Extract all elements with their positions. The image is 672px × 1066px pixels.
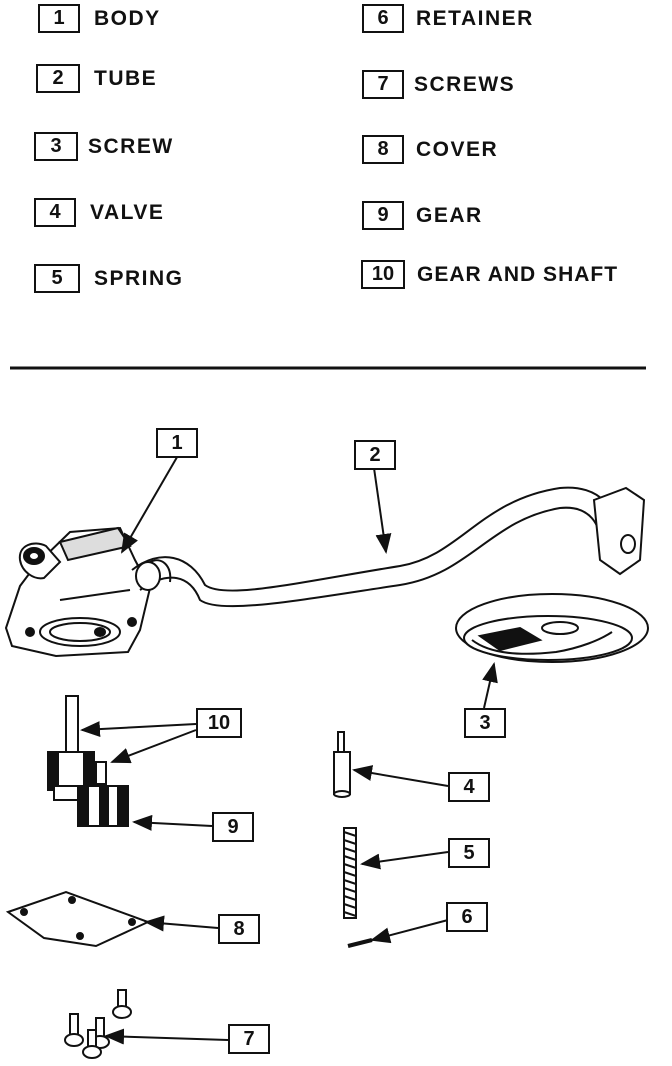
legend-number: 1 xyxy=(38,4,80,33)
callout-7: 7 xyxy=(228,1024,270,1054)
leader-3 xyxy=(482,662,498,709)
legend-item-tube: 2 TUBE xyxy=(36,64,157,93)
callout-3: 3 xyxy=(464,708,506,738)
leader-5 xyxy=(360,851,449,870)
callout-4: 4 xyxy=(448,772,490,802)
leader-4 xyxy=(352,765,449,787)
legend-label: TUBE xyxy=(94,66,158,90)
legend-item-gear: 9 GEAR xyxy=(362,201,483,230)
legend-item-body: 1 BODY xyxy=(38,4,161,33)
leader-7 xyxy=(104,1028,229,1045)
legend-item-screws: 7 SCREWS xyxy=(362,70,515,99)
gear xyxy=(77,761,129,827)
legend-number: 7 xyxy=(362,70,404,99)
leader-lines xyxy=(80,451,498,1045)
legend-label: GEAR xyxy=(416,203,483,227)
leader-10b xyxy=(110,729,197,764)
legend-number: 8 xyxy=(362,135,404,164)
callout-5: 5 xyxy=(448,838,490,868)
leader-2 xyxy=(373,467,392,554)
callout-1: 1 xyxy=(156,428,198,458)
pump-cover xyxy=(5,890,151,948)
legend-item-cover: 8 COVER xyxy=(362,135,498,164)
gear-and-shaft xyxy=(47,695,95,801)
leader-9 xyxy=(132,814,213,831)
retainer-pin xyxy=(347,938,373,948)
pump-screen xyxy=(455,593,649,663)
legend-number: 3 xyxy=(34,132,78,161)
legend-number: 5 xyxy=(34,264,80,293)
legend-number: 9 xyxy=(362,201,404,230)
callout-8: 8 xyxy=(218,914,260,944)
callout-9: 9 xyxy=(212,812,254,842)
legend-item-retainer: 6 RETAINER xyxy=(362,4,534,33)
pump-body xyxy=(4,526,152,658)
legend-label: RETAINER xyxy=(416,6,534,30)
callout-2: 2 xyxy=(354,440,396,470)
leader-8 xyxy=(144,915,219,932)
legend-item-spring: 5 SPRING xyxy=(34,264,184,293)
callout-6: 6 xyxy=(446,902,488,932)
legend-label: SPRING xyxy=(94,266,184,290)
relief-valve xyxy=(333,731,351,798)
legend-label: SCREW xyxy=(88,134,174,158)
legend-label: GEAR AND SHAFT xyxy=(417,262,619,286)
legend-item-screw: 3 SCREW xyxy=(34,132,174,161)
pump-tube xyxy=(131,486,646,608)
pump-screws xyxy=(64,989,132,1059)
legend-item-valve: 4 VALVE xyxy=(34,198,164,227)
legend-number: 2 xyxy=(36,64,80,93)
legend-number: 6 xyxy=(362,4,404,33)
legend-number: 4 xyxy=(34,198,76,227)
leader-1 xyxy=(120,451,181,554)
leader-10a xyxy=(80,721,197,738)
legend-label: VALVE xyxy=(90,200,165,224)
legend-number: 10 xyxy=(361,260,405,289)
relief-spring xyxy=(343,827,357,919)
legend-label: BODY xyxy=(94,6,161,30)
legend-label: SCREWS xyxy=(414,72,516,96)
legend-item-gear-and-shaft: 10 GEAR AND SHAFT xyxy=(361,260,618,289)
leader-6 xyxy=(370,919,449,944)
callout-10: 10 xyxy=(196,708,242,738)
legend-label: COVER xyxy=(416,137,499,161)
